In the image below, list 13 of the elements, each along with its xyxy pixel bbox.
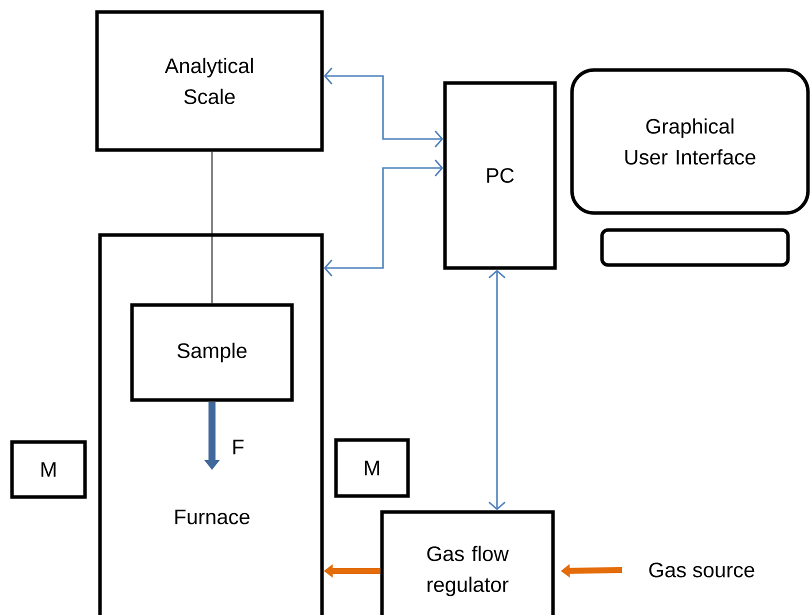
sample-box: Sample (130, 303, 294, 402)
computer-box: PC (443, 81, 557, 270)
letter-box: M (10, 440, 87, 499)
monitor-screen: Graphical User Interface (570, 68, 810, 215)
scale-box: Analytical Scale (95, 10, 324, 152)
letter-box: M (334, 438, 410, 498)
arrow (324, 159, 444, 277)
monitor-stand (600, 228, 790, 267)
source-label: Gas source (649, 562, 754, 578)
arrow (324, 67, 444, 148)
force-label: F (233, 440, 244, 454)
regulator-box: Gas flow regulator (380, 510, 555, 615)
arrow (488, 270, 506, 510)
